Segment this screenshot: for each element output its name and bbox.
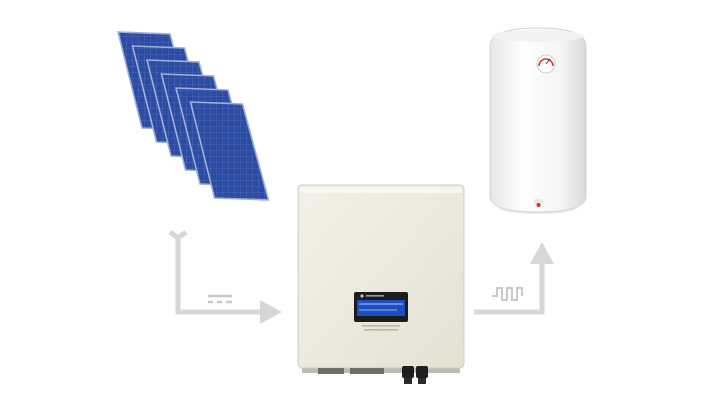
dc-current-icon [208, 294, 232, 304]
output-arrow [474, 242, 554, 315]
thermometer-gauge-icon [536, 54, 556, 74]
input-arrow [168, 230, 282, 324]
electric-water-heater-icon [489, 27, 587, 214]
indicator-light-icon [536, 203, 541, 207]
lcd-screen [357, 300, 405, 316]
mppt-controller-icon [297, 184, 465, 384]
solar-panel [189, 101, 270, 201]
connector-plug-icon [416, 366, 428, 378]
brand-logo-icon [360, 294, 364, 298]
solar-panel-array-icon [116, 31, 270, 201]
pulse-output-icon [492, 287, 523, 301]
connector-plug-icon [402, 366, 414, 378]
